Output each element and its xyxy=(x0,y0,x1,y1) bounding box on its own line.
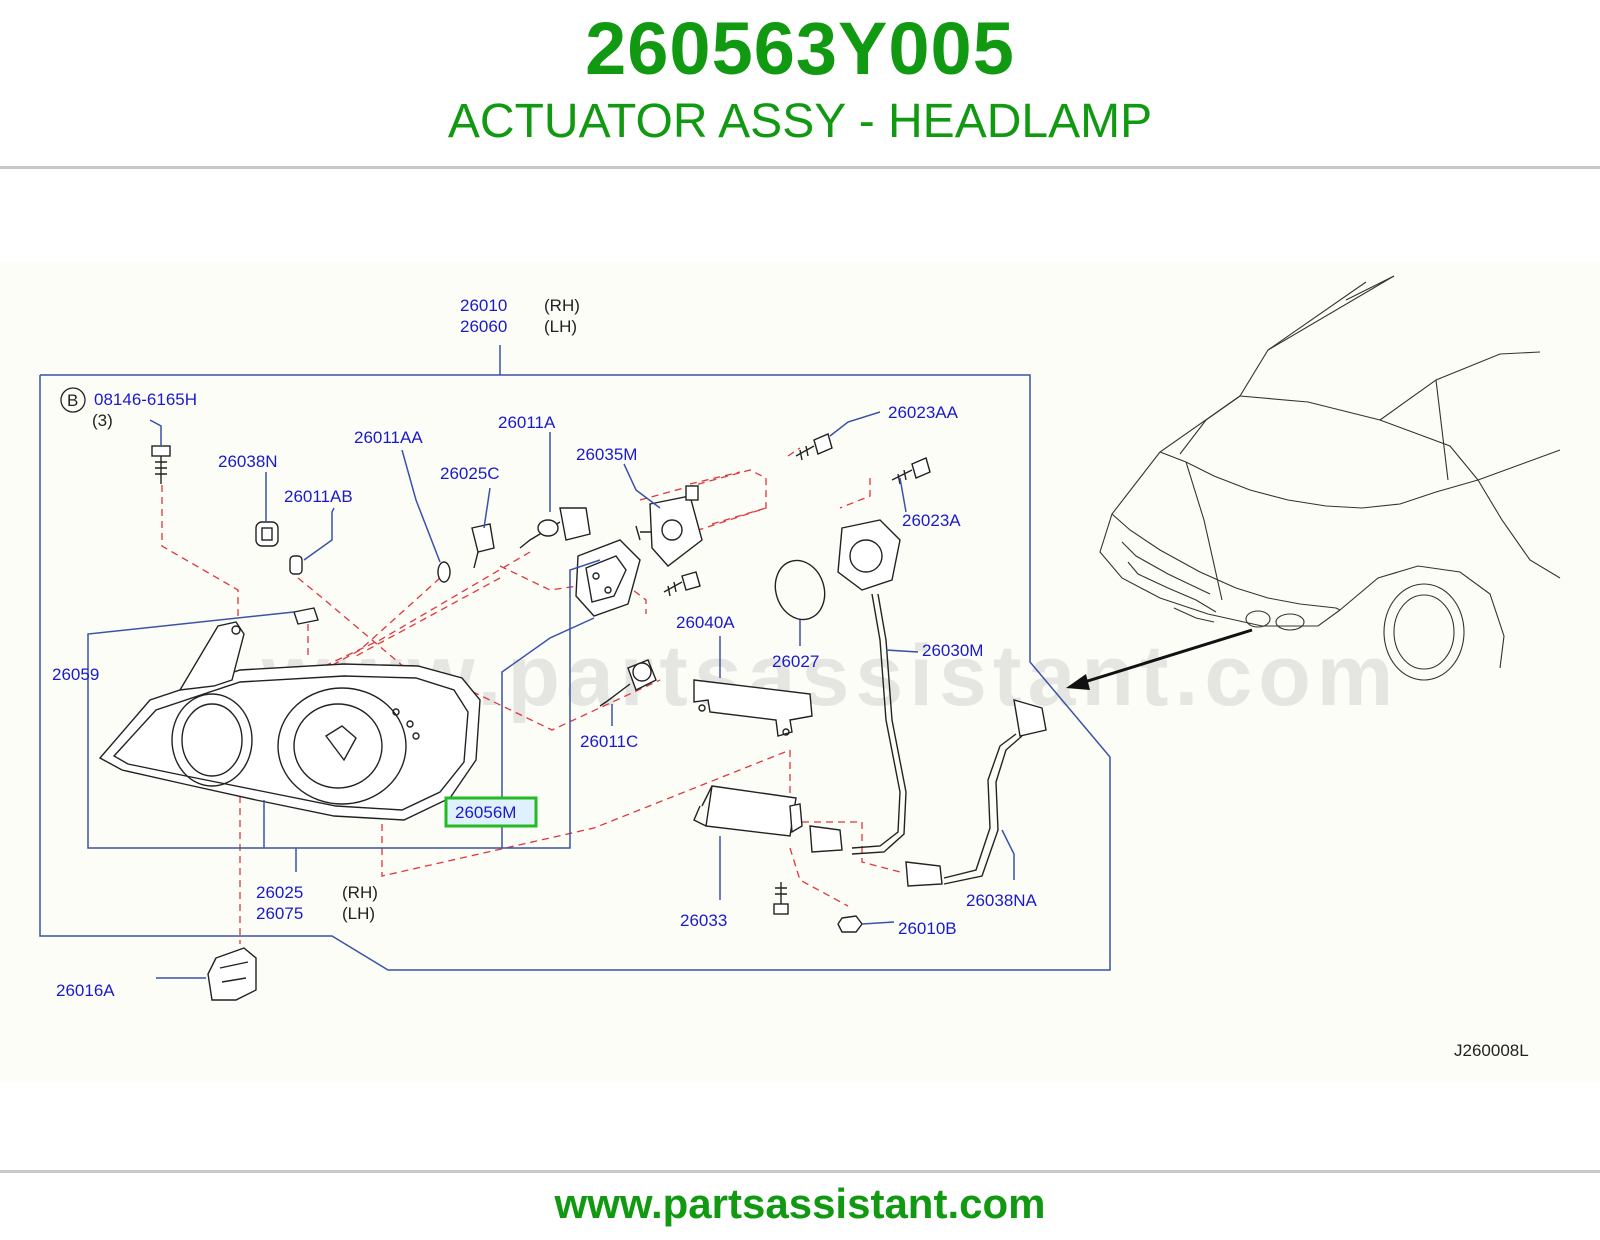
label-26025c[interactable]: 26025C xyxy=(440,464,500,483)
socket-26038n-part xyxy=(255,521,279,547)
label-lh-top: (LH) xyxy=(544,317,577,336)
label-26016a[interactable]: 26016A xyxy=(56,981,115,1000)
label-26027[interactable]: 26027 xyxy=(772,652,819,671)
bulb-26011aa-part xyxy=(437,561,451,583)
socket-26030m-part xyxy=(837,519,907,855)
car-illustration xyxy=(1099,275,1561,681)
bracket-26040a-part xyxy=(693,679,813,737)
label-26060[interactable]: 26060 xyxy=(460,317,507,336)
label-26010b[interactable]: 26010B xyxy=(898,919,957,938)
label-26033[interactable]: 26033 xyxy=(680,911,727,930)
label-26025[interactable]: 26025 xyxy=(256,883,303,902)
headlamp-housing-part xyxy=(98,607,481,821)
harness-26038na-part xyxy=(905,699,1047,887)
label-26011aa[interactable]: 26011AA xyxy=(354,428,423,447)
bulb-26011a-part xyxy=(519,507,591,549)
label-26010[interactable]: 26010 xyxy=(460,296,507,315)
bolt-ballast-part xyxy=(773,882,789,915)
actuator-26035m-part xyxy=(635,485,703,567)
footer-site-link[interactable]: www.partsassistant.com xyxy=(554,1180,1046,1227)
label-26056m-highlighted[interactable]: 26056M xyxy=(455,803,516,822)
gasket-26027-part xyxy=(774,559,826,621)
location-arrowhead xyxy=(1066,674,1090,690)
label-26075[interactable]: 26075 xyxy=(256,904,303,923)
label-26040a[interactable]: 26040A xyxy=(676,613,735,632)
bulb-26011c-part xyxy=(599,659,657,707)
ballast-connector-part xyxy=(809,825,843,853)
highlight-box-26056m xyxy=(444,796,538,828)
bolt-08146-part xyxy=(151,445,171,484)
label-26038n[interactable]: 26038N xyxy=(218,452,278,471)
part-number-title: 260563Y005 xyxy=(585,7,1015,90)
parts-diagram: www.partsassistant.com xyxy=(39,275,1561,1060)
part-name-subtitle: ACTUATOR ASSY - HEADLAMP xyxy=(447,95,1153,148)
label-26023aa[interactable]: 26023AA xyxy=(888,403,959,422)
label-rh-bottom: (RH) xyxy=(342,883,378,902)
label-08146-6165h[interactable]: 08146-6165H xyxy=(94,390,197,409)
leader-lines xyxy=(87,411,1015,979)
label-26011ab[interactable]: 26011AB xyxy=(284,487,353,506)
label-qty-3: (3) xyxy=(92,411,113,430)
page-header: 260563Y005 ACTUATOR ASSY - HEADLAMP xyxy=(0,0,1600,170)
assembly-outline xyxy=(39,345,1111,971)
label-26030m[interactable]: 26030M xyxy=(922,641,983,660)
bolt-callout-circle xyxy=(60,387,86,413)
bolt-callout-letter: B xyxy=(67,391,78,410)
screw-actuator-part xyxy=(663,571,701,597)
nut-26010b-part xyxy=(837,915,863,933)
label-26011a[interactable]: 26011A xyxy=(498,413,556,432)
diagram-code: J260008L xyxy=(1454,1041,1529,1060)
header-divider xyxy=(0,166,1600,169)
clip-26016a-part xyxy=(207,947,257,1001)
screw-26023a-part xyxy=(891,457,931,485)
part-labels: 26010 26060 (RH) (LH) B 08146-6165H (3) … xyxy=(52,296,1529,1060)
ballast-26033-part xyxy=(693,785,803,837)
label-26038na[interactable]: 26038NA xyxy=(966,891,1038,910)
footer-divider xyxy=(0,1170,1600,1173)
location-arrow xyxy=(1077,628,1253,686)
socket-26025c-part xyxy=(471,523,495,569)
label-26059[interactable]: 26059 xyxy=(52,665,99,684)
label-lh-bottom: (LH) xyxy=(342,904,375,923)
screw-26023aa-part xyxy=(795,433,833,461)
label-26011c[interactable]: 26011C xyxy=(580,732,638,751)
label-26023a[interactable]: 26023A xyxy=(902,511,961,530)
label-26035m[interactable]: 26035M xyxy=(576,445,637,464)
bulb-26011ab-part xyxy=(289,555,303,575)
actuator-26056m-part xyxy=(575,539,641,617)
label-rh-top: (RH) xyxy=(544,296,580,315)
